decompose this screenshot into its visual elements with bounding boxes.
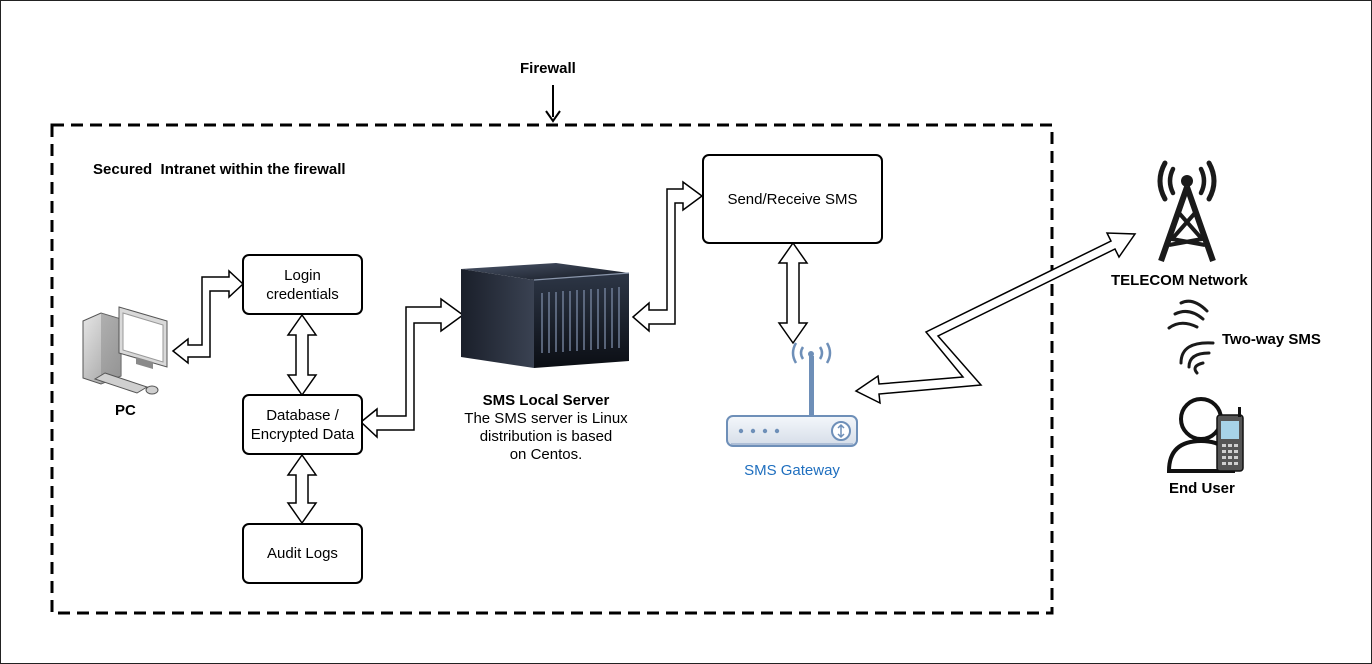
arrow-server-sendreceive [631,180,704,333]
database-box: Database / Encrypted Data [242,394,363,455]
cell-tower-icon [1157,160,1217,262]
audit-logs-label: Audit Logs [267,545,338,562]
wifi-router-icon [726,342,858,447]
signal-waves-icon [1167,299,1215,375]
server-description-line-2: distribution is based [479,428,613,445]
firewall-arrow [545,85,561,123]
intranet-label: Secured Intranet within the firewall [93,161,346,178]
user-with-phone-icon [1166,397,1244,473]
pc-label: PC [115,402,136,419]
arrow-sendreceive-gateway [777,241,809,345]
login-box-line-2: credentials [266,285,339,303]
login-credentials-box: Login credentials [242,254,363,315]
two-way-sms-label: Two-way SMS [1222,331,1321,348]
arrow-gateway-telecom [854,232,1137,405]
sms-gateway-label: SMS Gateway [744,462,840,479]
end-user-label: End User [1169,480,1235,497]
server-description-line-1: The SMS server is Linux [464,410,628,427]
server-caption: SMS Local Server The SMS server is Linux… [433,392,659,464]
send-receive-sms-box: Send/Receive SMS [702,154,883,244]
send-receive-sms-label: Send/Receive SMS [727,190,858,208]
arrow-login-database [286,313,318,397]
arrow-database-audit [286,453,318,525]
arrow-pc-login [171,269,245,365]
database-box-line-2: Encrypted Data [250,425,355,443]
rack-server-icon [461,263,630,368]
firewall-label: Firewall [520,60,576,77]
server-title: SMS Local Server [482,392,610,409]
telecom-network-label: TELECOM Network [1111,272,1248,289]
database-box-line-1: Database / [266,406,339,424]
login-box-line-1: Login [284,266,321,284]
firewall-boundary [50,123,1054,615]
desktop-computer-icon [82,306,168,395]
server-description-line-3: on Centos. [509,446,583,463]
audit-logs-box: Audit Logs [242,523,363,584]
